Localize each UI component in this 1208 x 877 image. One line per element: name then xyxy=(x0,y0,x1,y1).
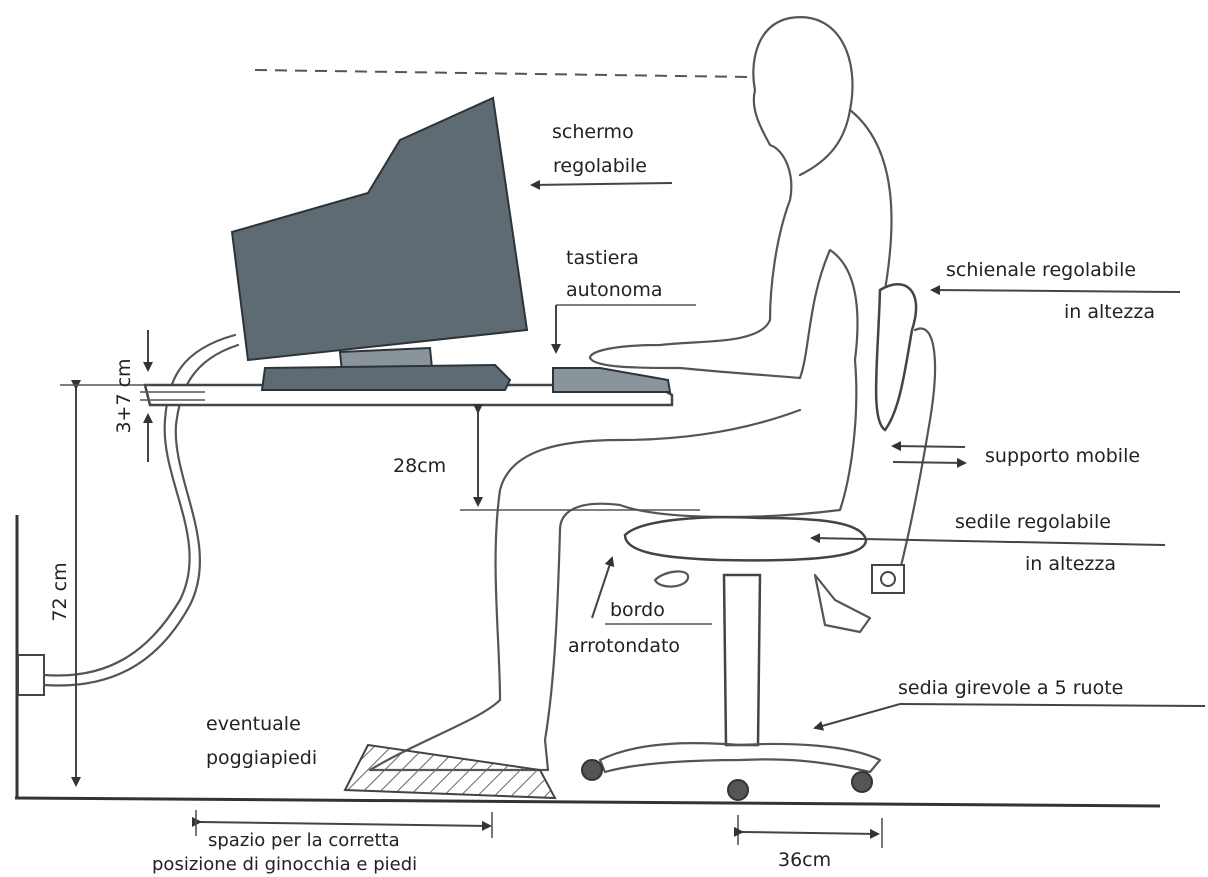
chair-label: sedia girevole a 5 ruote xyxy=(898,677,1123,699)
edge-pointer xyxy=(592,558,612,618)
chair-column xyxy=(724,575,760,745)
backrest-label-2: in altezza xyxy=(1064,301,1155,323)
edge-label-1: bordo xyxy=(610,599,665,621)
seat-label-2: in altezza xyxy=(1025,553,1116,575)
support-arrow-out xyxy=(893,462,965,463)
monitor-label-1: schermo xyxy=(552,121,634,143)
backrest-label-1: schienale regolabile xyxy=(946,259,1136,281)
wall-outlet xyxy=(18,655,44,695)
backrest-joint xyxy=(872,565,904,593)
monitor-label-2: regolabile xyxy=(553,155,647,177)
monitor-base xyxy=(262,365,510,390)
wheel xyxy=(852,772,872,792)
floor-line xyxy=(15,798,1160,806)
support-label: supporto mobile xyxy=(985,445,1140,467)
wheel xyxy=(582,760,602,780)
knee-space-label-1: spazio per la corretta xyxy=(208,830,400,851)
monitor-pointer xyxy=(532,183,672,185)
knee-space-label-2: posizione di ginocchia e piedi xyxy=(152,854,417,875)
keyboard xyxy=(553,368,670,392)
chair-pointer xyxy=(900,704,1205,706)
wheel xyxy=(728,780,748,800)
desk-height-label: 72 cm xyxy=(49,562,71,621)
keyboard-gap-label: 3+7 cm xyxy=(113,358,135,433)
footrest-label-2: poggiapiedi xyxy=(206,747,317,769)
footrest-label-1: eventuale xyxy=(206,713,301,735)
keyboard-label-2: autonoma xyxy=(566,279,663,301)
chair-backrest xyxy=(876,284,916,430)
footrest xyxy=(345,745,555,798)
leg-clearance-label: 28cm xyxy=(393,455,446,477)
backrest-pointer xyxy=(932,290,1180,292)
eye-level-line xyxy=(255,70,750,77)
chair-base xyxy=(600,743,880,772)
support-arrow-in xyxy=(893,446,965,447)
chair-base-label: 36cm xyxy=(778,849,831,871)
edge-label-2: arrotondato xyxy=(568,635,680,657)
knee-space-arrow xyxy=(200,822,490,826)
seat-label-1: sedile regolabile xyxy=(955,511,1111,533)
chair-base-arrow xyxy=(742,832,878,834)
keyboard-label-1: tastiera xyxy=(566,247,639,269)
monitor xyxy=(232,98,527,360)
